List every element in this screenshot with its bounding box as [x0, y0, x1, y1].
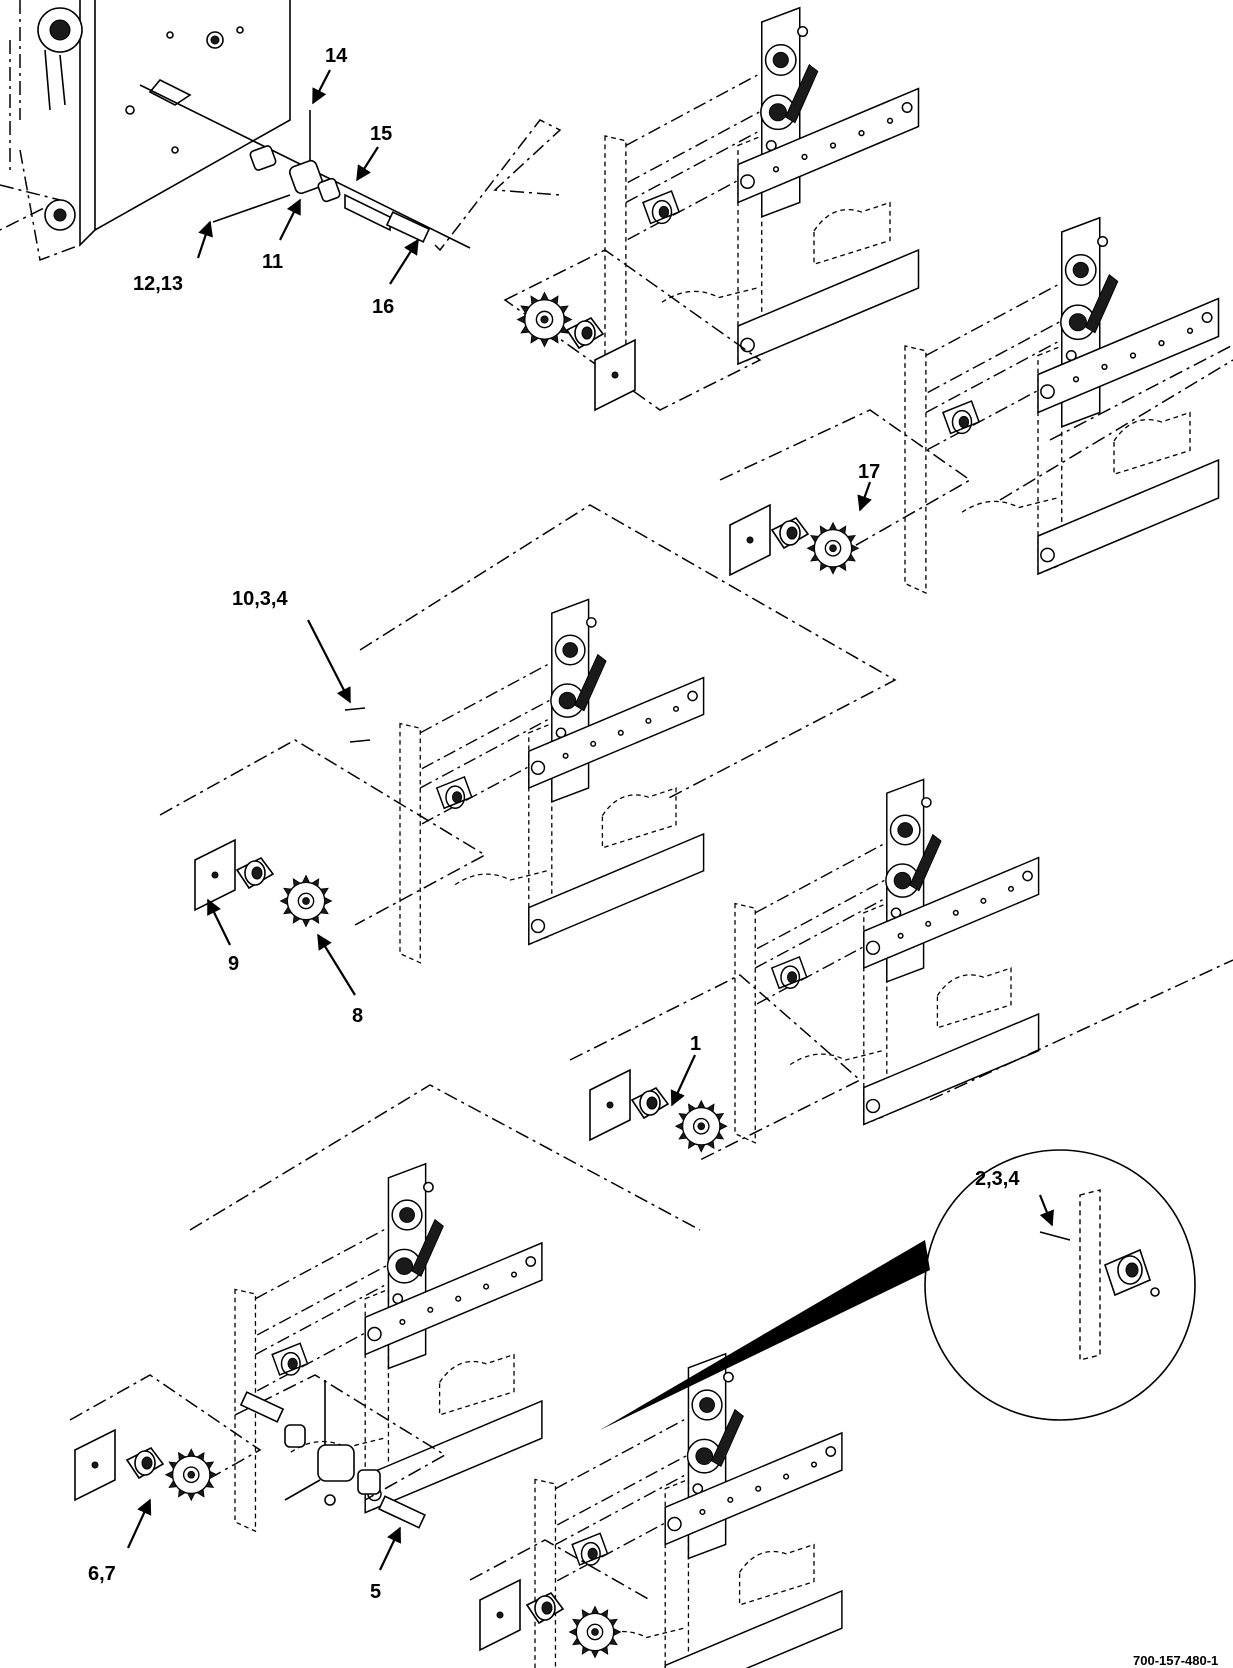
callout-12-13: 12,13: [133, 273, 183, 295]
figure-id: 700-157-480-1: [1133, 1653, 1218, 1668]
callout-6-7: 6,7: [88, 1563, 116, 1585]
bolts-10-3-4: [307, 619, 371, 743]
sprocket-assembly-8-9: [159, 739, 487, 996]
sprocket-assembly-1: [569, 974, 862, 1161]
callout-15: 15: [370, 123, 392, 145]
callout-9: 9: [228, 953, 239, 975]
detail-magnifier: [600, 1149, 1196, 1430]
callout-17: 17: [858, 461, 880, 483]
stand-top-2: [904, 216, 1220, 594]
stand-top-1: [604, 6, 920, 384]
drive-frame-section: [0, 0, 562, 262]
callout-8: 8: [352, 1005, 363, 1027]
callout-arrows-top: [196, 69, 419, 285]
sprocket-assembly-6-7: [69, 1374, 262, 1549]
callout-2-3-4: 2,3,4: [975, 1168, 1020, 1190]
coupling-assembly-5: [234, 1374, 447, 1571]
callout-10-3-4: 10,3,4: [232, 588, 288, 610]
callout-11: 11: [262, 251, 283, 273]
stand-bot-1: [234, 1163, 543, 1532]
sprocket-assembly-17: [719, 409, 972, 576]
sprocket-assembly-bottom: [469, 1539, 651, 1659]
callout-5: 5: [370, 1581, 381, 1603]
stand-mid-1: [399, 598, 705, 964]
sprocket-assembly-a: [503, 249, 762, 411]
stand-mid-2: [734, 778, 1040, 1144]
callout-16: 16: [372, 296, 394, 318]
callout-1: 1: [690, 1033, 701, 1055]
callout-14: 14: [325, 45, 348, 67]
